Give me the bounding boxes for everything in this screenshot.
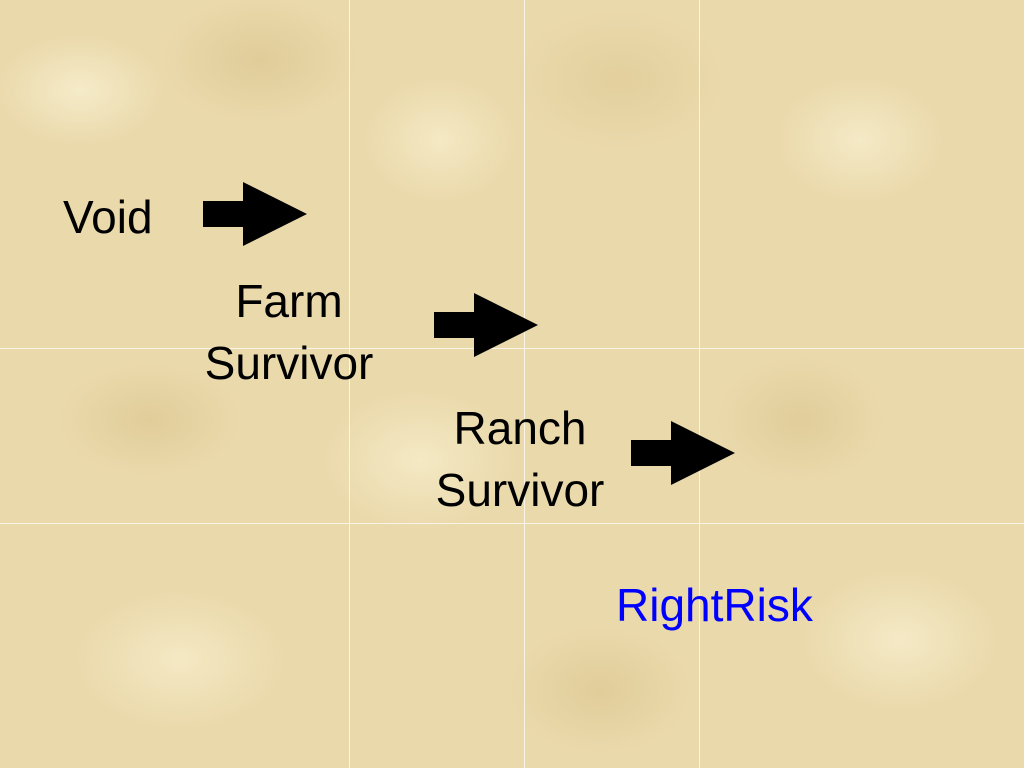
- step-ranch-line-2: Survivor: [435, 464, 605, 516]
- right-arrow-icon: [434, 293, 538, 357]
- step-farm-survivor-label: Farm Survivor: [189, 270, 389, 394]
- right-arrow-icon: [203, 182, 307, 246]
- background-grid-line: [0, 348, 1024, 349]
- step-void-line-1: Void: [63, 191, 153, 243]
- background-grid-line: [349, 0, 350, 768]
- step-void-label: Void: [63, 186, 153, 248]
- step-rightrisk-line-1: RightRisk: [616, 579, 813, 631]
- step-ranch-line-1: Ranch: [453, 402, 587, 454]
- background-grid-line: [699, 0, 700, 768]
- step-farm-line-1: Farm: [235, 275, 343, 327]
- step-rightrisk-label: RightRisk: [616, 574, 813, 636]
- step-farm-line-2: Survivor: [204, 337, 374, 389]
- background-grid-line: [0, 523, 1024, 524]
- right-arrow-icon: [631, 421, 735, 485]
- background-grid-line: [524, 0, 525, 768]
- step-ranch-survivor-label: Ranch Survivor: [420, 397, 620, 521]
